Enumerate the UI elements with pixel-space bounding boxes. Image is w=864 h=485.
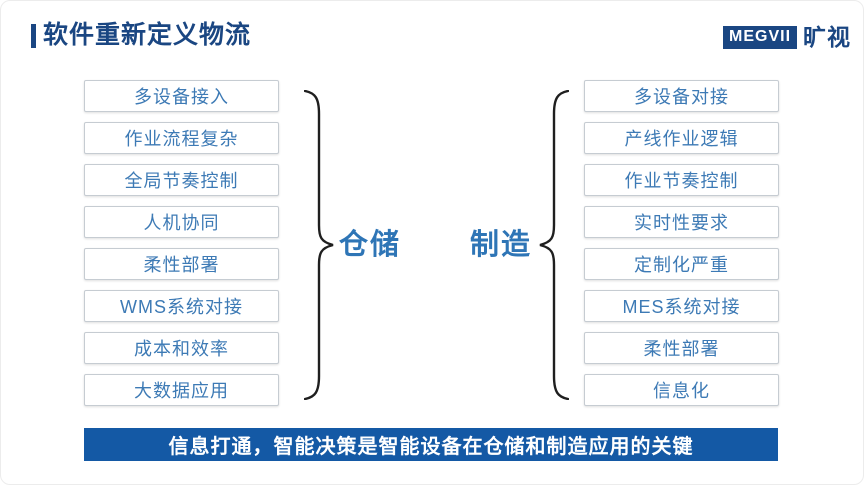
left-brace-icon <box>304 90 334 400</box>
list-item: MES系统对接 <box>584 290 779 322</box>
list-item: 全局节奏控制 <box>84 164 279 196</box>
list-item: 多设备接入 <box>84 80 279 112</box>
list-item: 柔性部署 <box>84 248 279 280</box>
right-brace-icon <box>539 90 569 400</box>
list-item: 作业流程复杂 <box>84 122 279 154</box>
manufacturing-label: 制造 <box>469 229 532 261</box>
list-item: 作业节奏控制 <box>584 164 779 196</box>
list-item: 成本和效率 <box>84 332 279 364</box>
megvii-logo-mark: MEGVII <box>723 26 798 49</box>
megvii-logo: MEGVII 旷视 <box>723 26 851 49</box>
list-item: WMS系统对接 <box>84 290 279 322</box>
list-item: 实时性要求 <box>584 206 779 238</box>
title-accent-bar <box>31 23 36 48</box>
conclusion-banner: 信息打通，智能决策是智能设备在仓储和制造应用的关键 <box>84 428 778 461</box>
header: 软件重新定义物流 <box>31 23 251 48</box>
manufacturing-item-list: 多设备对接产线作业逻辑作业节奏控制实时性要求定制化严重 MES系统对接柔性部署信息… <box>584 80 779 406</box>
list-item: 产线作业逻辑 <box>584 122 779 154</box>
warehouse-label: 仓储 <box>338 229 401 261</box>
page-title: 软件重新定义物流 <box>43 21 252 49</box>
list-item: 定制化严重 <box>584 248 779 280</box>
warehouse-item-list: 多设备接入作业流程复杂全局节奏控制人机协同柔性部署 WMS系统对接成本和效率大数据… <box>84 80 279 406</box>
megvii-logo-name: 旷视 <box>803 24 852 50</box>
list-item: 多设备对接 <box>584 80 779 112</box>
list-item: 柔性部署 <box>584 332 779 364</box>
list-item: 信息化 <box>584 374 779 406</box>
list-item: 人机协同 <box>84 206 279 238</box>
list-item: 大数据应用 <box>84 374 279 406</box>
